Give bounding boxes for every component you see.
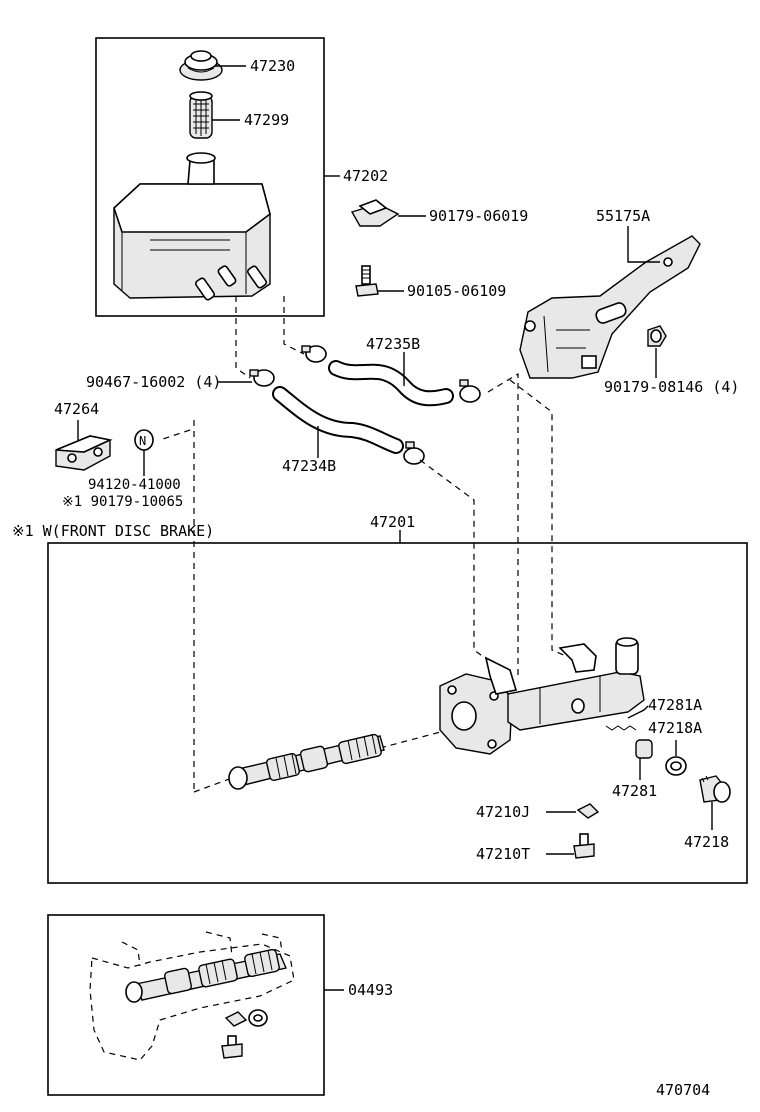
gasket-47218a-hole bbox=[670, 761, 682, 771]
svg-text:N: N bbox=[139, 434, 146, 448]
master-cylinder-body-drawing bbox=[439, 637, 645, 755]
label-90179-08146: 90179-08146 (4) bbox=[604, 378, 739, 396]
clip-90179-06019-drawing bbox=[350, 199, 400, 227]
label-47234b: 47234B bbox=[282, 457, 336, 475]
label-90179-10065: ※1 90179-10065 bbox=[62, 494, 183, 510]
bracket-47264-drawing bbox=[55, 435, 113, 471]
diagram-id: 470704 bbox=[656, 1081, 710, 1099]
hose-clamps-drawing bbox=[249, 345, 481, 465]
label-47230: 47230 bbox=[250, 57, 295, 75]
reservoir-group-box bbox=[95, 37, 325, 317]
leader-55175a bbox=[627, 226, 660, 263]
label-47299: 47299 bbox=[244, 111, 289, 129]
label-47202: 47202 bbox=[343, 167, 388, 185]
assembly-dashed-lines bbox=[159, 296, 567, 793]
screw-47210t-drawing bbox=[573, 833, 595, 859]
label-47281: 47281 bbox=[612, 782, 657, 800]
repair-kit-group-box bbox=[47, 914, 325, 1096]
label-55175a: 55175A bbox=[596, 207, 650, 225]
label-90467-16002: 90467-16002 (4) bbox=[86, 373, 221, 391]
label-94120-41000: 94120-41000 bbox=[88, 477, 181, 493]
nut-90179-08146-drawing bbox=[647, 325, 667, 347]
hose-47235b-drawing bbox=[328, 360, 454, 407]
reservoir-cap-drawing bbox=[179, 50, 223, 81]
label-47218: 47218 bbox=[684, 833, 729, 851]
check-valve-47281-drawing bbox=[605, 725, 653, 759]
label-47218a: 47218A bbox=[648, 719, 702, 737]
reservoir-strainer-drawing bbox=[189, 91, 213, 139]
n-symbol-icon: N bbox=[134, 429, 154, 451]
label-90179-06019: 90179-06019 bbox=[429, 207, 528, 225]
label-47235b: 47235B bbox=[366, 335, 420, 353]
label-47201: 47201 bbox=[370, 513, 415, 531]
master-cylinder-group-box bbox=[47, 542, 748, 884]
label-47210t: 47210T bbox=[476, 845, 530, 863]
label-47281a: 47281A bbox=[648, 696, 702, 714]
reservoir-tank-drawing bbox=[113, 152, 271, 301]
repair-kit-drawing bbox=[89, 931, 295, 1061]
bolt-90105-06109-drawing bbox=[355, 265, 379, 297]
leader-47281a bbox=[627, 705, 649, 719]
label-47210j: 47210J bbox=[476, 803, 530, 821]
piston-assembly-drawing bbox=[228, 733, 385, 790]
note-front-disc-brake: ※1 W(FRONT DISC BRAKE) bbox=[12, 522, 214, 540]
label-90105-06109: 90105-06109 bbox=[407, 282, 506, 300]
label-04493: 04493 bbox=[348, 981, 393, 999]
washer-47210j-drawing bbox=[576, 803, 600, 819]
union-bolt-47218-drawing bbox=[699, 775, 731, 803]
label-47264: 47264 bbox=[54, 400, 99, 418]
hose-47234b-drawing bbox=[272, 386, 404, 454]
bracket-55175a-drawing bbox=[519, 235, 701, 379]
